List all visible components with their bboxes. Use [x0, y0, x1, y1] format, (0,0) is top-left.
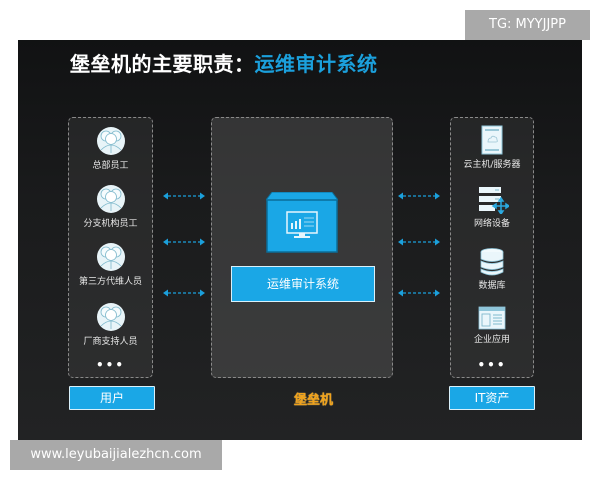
user-group-icon	[96, 303, 125, 331]
monitor-box-icon	[266, 192, 338, 253]
bidirectional-arrow-icon	[163, 192, 205, 200]
asset-item-label: 网络设备	[473, 219, 510, 229]
title-accent: 运维审计系统	[254, 52, 378, 76]
it-assets-button[interactable]: IT资产	[449, 386, 535, 410]
asset-item-server: 云主机/服务器	[451, 125, 533, 170]
enterprise-app-icon	[478, 306, 506, 330]
bidirectional-arrow-icon	[398, 289, 440, 297]
user-group-icon	[96, 127, 125, 155]
audit-system-button[interactable]: 运维审计系统	[231, 266, 375, 302]
bastion-caption: 堡垒机	[294, 393, 334, 408]
asset-item-network: 网络设备	[451, 186, 533, 229]
user-item-label: 第三方代维人员	[78, 277, 142, 287]
database-icon	[480, 248, 504, 276]
user-item-third-party: 第三方代维人员	[69, 242, 152, 287]
more-assets-ellipsis: •••	[477, 358, 507, 372]
watermark-top-right: TG: MYYJJPP	[465, 10, 590, 40]
user-group-icon	[96, 185, 125, 213]
bastion-group: 运维审计系统	[211, 117, 393, 378]
bidirectional-arrow-icon	[398, 238, 440, 246]
user-item-label: 分支机构员工	[83, 219, 138, 229]
user-group-icon	[96, 243, 125, 271]
user-item-vendor: 厂商支持人员	[69, 302, 152, 347]
watermark-bottom-left: www.leyubaijialezhcn.com	[10, 440, 222, 470]
title-prefix: 堡垒机的主要职责：	[70, 52, 255, 76]
diagram-panel: 堡垒机的主要职责：运维审计系统 总部员工 分支机构员工	[18, 40, 582, 440]
network-device-icon	[479, 187, 509, 214]
asset-item-label: 企业应用	[473, 335, 510, 345]
user-item-branch: 分支机构员工	[69, 184, 152, 229]
bidirectional-arrow-icon	[163, 289, 205, 297]
asset-item-enterprise-app: 企业应用	[451, 306, 533, 345]
user-item-label: 厂商支持人员	[83, 337, 138, 347]
server-cloud-icon	[481, 125, 503, 155]
bidirectional-arrow-icon	[398, 192, 440, 200]
asset-item-database: 数据库	[451, 248, 533, 291]
user-item-label: 总部员工	[92, 161, 129, 171]
diagram-title: 堡垒机的主要职责：运维审计系统	[70, 48, 378, 77]
asset-item-label: 数据库	[478, 281, 506, 291]
users-button[interactable]: 用户	[69, 386, 155, 410]
bidirectional-arrow-icon	[163, 238, 205, 246]
more-users-ellipsis: •••	[95, 358, 125, 372]
assets-group: 云主机/服务器 网络设备	[450, 117, 534, 378]
users-group: 总部员工 分支机构员工 第三方代维人员	[68, 117, 153, 378]
asset-item-label: 云主机/服务器	[463, 160, 521, 170]
user-item-hq: 总部员工	[69, 126, 152, 171]
